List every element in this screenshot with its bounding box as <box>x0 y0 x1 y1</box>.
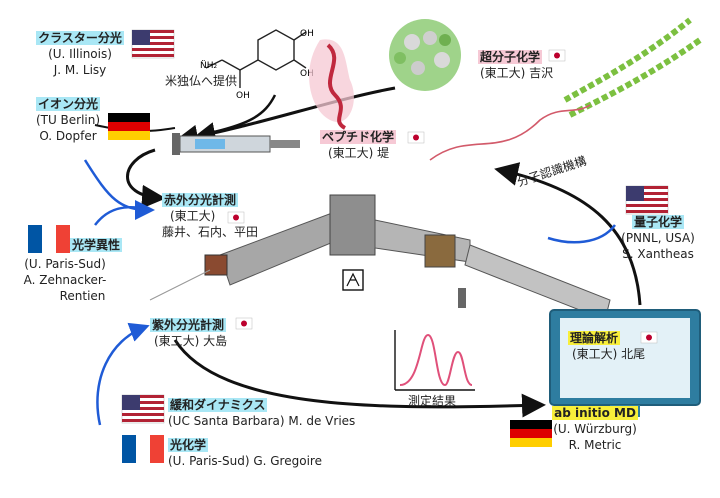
flag-japan-theory-icon <box>640 331 658 344</box>
molecule-structure <box>205 29 307 88</box>
cluster-people: J. M. Lisy <box>53 63 107 77</box>
optical-group: (U. Paris-Sud) A. Zehnacker- Rentien <box>10 256 120 304</box>
flag-usa-relax-icon <box>121 394 165 424</box>
flag-france-photo-icon <box>122 435 164 463</box>
peptide-group: ペプチド化学 (東工大) 堤 <box>320 129 397 161</box>
quantum-group: 量子化学 (PNNL, USA) S. Xantheas <box>608 214 708 262</box>
supra-title: 超分子化学 <box>478 50 543 64</box>
blue-arrow-ion <box>83 159 155 220</box>
flag-usa-cluster-icon <box>131 29 175 59</box>
monitor <box>549 309 701 417</box>
photo-affil: (U. Paris-Sud) G. Gregoire <box>168 454 322 468</box>
arrow-molecule-to-syringe <box>195 94 277 142</box>
ion-group: イオン分光 (TU Berlin) O. Dopfer <box>28 96 108 144</box>
abinitio-title: ab initio MD <box>552 406 638 420</box>
uv-group: 紫外分光計測 (東工大) 大島 <box>150 317 227 349</box>
photo-group: 光化学 (U. Paris-Sud) G. Gregoire <box>168 437 322 469</box>
optical-title-wrap: 光学異性 <box>70 237 123 253</box>
result-annotation: 測定結果 <box>408 394 457 408</box>
abinitio-people: R. Metric <box>568 438 622 452</box>
quantum-title: 量子化学 <box>631 215 684 229</box>
relax-title: 緩和ダイナミクス <box>168 398 268 412</box>
flag-japan-peptide-icon <box>407 131 425 144</box>
cluster-title: クラスター分光 <box>36 31 124 45</box>
quantum-affil: (PNNL, USA) <box>621 231 695 245</box>
abinitio-affil: (U. Würzburg) <box>553 422 637 436</box>
ion-people: O. Dopfer <box>39 129 97 143</box>
relax-group: 緩和ダイナミクス (UC Santa Barbara) M. de Vries <box>168 397 355 429</box>
relax-affil: (UC Santa Barbara) M. de Vries <box>168 414 356 428</box>
optical-affil: (U. Paris-Sud) <box>24 257 106 271</box>
supply-annotation: 米独仏へ提供 <box>165 74 238 88</box>
optical-people-1: A. Zehnacker- <box>23 273 107 287</box>
theory-title: 理論解析 <box>568 331 621 345</box>
syringe <box>172 133 300 155</box>
flag-usa-quantum-icon <box>625 185 669 215</box>
blue-arrow-optical <box>94 206 149 226</box>
spectrometer-apparatus <box>149 194 611 321</box>
ir-title: 赤外分光計測 <box>162 193 239 207</box>
arrow-monitor-to-supra <box>494 162 642 306</box>
ir-group: 赤外分光計測 (東工大) 藤井、石内、平田 <box>162 192 258 240</box>
theory-affil: (東工大) 北尾 <box>572 347 646 361</box>
arrow-syringe-to-ir <box>126 148 166 209</box>
arrow-uv-to-abinitio <box>173 339 546 418</box>
flag-japan-supra-icon <box>548 49 566 62</box>
theory-group: 理論解析 (東工大) 北尾 <box>568 330 645 362</box>
oh-label-2: OH <box>300 69 314 79</box>
peptide-chain <box>326 43 347 130</box>
uv-affil: (東工大) 大島 <box>154 334 228 348</box>
protein-helix <box>563 17 702 118</box>
flag-japan-uv-icon <box>235 317 253 330</box>
protein-coil <box>429 104 591 161</box>
optical-people-2: Rentien <box>59 289 106 303</box>
peptide-affil: (東工大) 堤 <box>328 146 390 160</box>
oh-label-3: OH <box>236 91 250 101</box>
supramolecule <box>389 19 461 91</box>
flag-germany-ion-icon <box>108 113 150 140</box>
uv-title: 紫外分光計測 <box>150 318 227 332</box>
blue-arrow-quantum <box>547 224 616 244</box>
flag-germany-abinitio-icon <box>510 420 552 447</box>
photo-title: 光化学 <box>168 438 209 452</box>
cluster-group: クラスター分光 (U. Illinois) J. M. Lisy <box>30 30 130 78</box>
supra-affil: (東工大) 吉沢 <box>480 66 554 80</box>
flag-japan-ir-icon <box>227 211 245 224</box>
ir-affil: (東工大) <box>170 209 216 223</box>
quantum-people: S. Xantheas <box>622 247 694 261</box>
ir-people: 藤井、石内、平田 <box>162 225 259 239</box>
supra-group: 超分子化学 (東工大) 吉沢 <box>478 49 553 81</box>
ion-title: イオン分光 <box>35 97 100 111</box>
nh2-label: N̈H₂ <box>200 59 218 71</box>
abinitio-group: ab initio MD (U. Würzburg) R. Metric <box>540 405 650 453</box>
spectrum-plot <box>394 330 475 391</box>
optical-title: 光学異性 <box>70 238 123 252</box>
peptide-title: ペプチド化学 <box>320 130 397 144</box>
cluster-affil: (U. Illinois) <box>48 47 112 61</box>
ion-affil: (TU Berlin) <box>35 113 101 127</box>
oh-label-1: OH <box>300 29 314 39</box>
blue-arrow-relax <box>96 322 150 426</box>
flag-france-optical-icon <box>28 225 70 253</box>
